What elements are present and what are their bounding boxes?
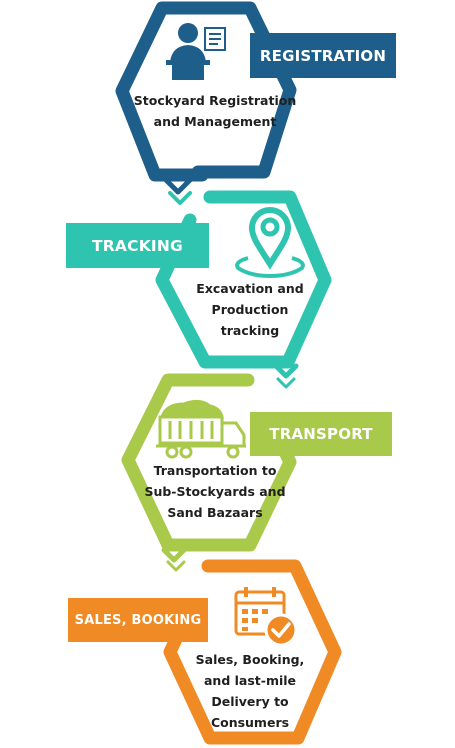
sales-booking-line-3: Delivery to [211,694,289,709]
registration-desk-icon [166,23,226,80]
sales-booking-description: Sales, Booking, and last-mile Delivery t… [185,649,315,733]
registration-description: Stockyard Registration and Management [130,90,300,132]
sales-booking-line-1: Sales, Booking, [195,652,305,667]
sales-booking-badge-label: SALES, BOOKING [74,612,202,628]
flow-arrow-3 [161,547,187,563]
tracking-line-3: tracking [220,323,280,338]
sales-booking-badge: SALES, BOOKING [68,598,208,642]
tracking-hexagon [155,190,332,369]
transport-line-2: Sub-Stockyards and [144,484,286,499]
transport-line-3: Sand Bazaars [167,505,263,520]
registration-hexagon [115,1,297,182]
sales-booking-hexagon [163,559,342,745]
registration-badge-label: REGISTRATION [259,46,387,65]
transport-hexagon [121,373,297,552]
tracking-line-1: Excavation and [196,281,304,296]
transport-line-1: Transportation to [153,463,277,478]
calendar-check-icon [234,587,298,647]
flow-arrow-1 [163,177,193,195]
flow-arrow-2 [273,363,299,379]
registration-line-1: Stockyard Registration [133,93,297,108]
tracking-description: Excavation and Production tracking [180,278,320,341]
transport-badge-label: TRANSPORT [269,425,373,443]
tracking-badge-label: TRACKING [92,236,183,255]
tracking-badge: TRACKING [66,223,209,268]
transport-description: Transportation to Sub-Stockyards and San… [140,460,290,523]
sales-booking-line-4: Consumers [210,715,290,730]
registration-badge: REGISTRATION [250,33,396,78]
sales-booking-line-2: and last-mile [203,673,297,688]
registration-line-2: and Management [153,114,277,129]
location-pin-icon [235,207,305,279]
transport-badge: TRANSPORT [250,412,392,456]
tracking-line-2: Production [211,302,289,317]
dump-truck-icon [156,399,246,459]
